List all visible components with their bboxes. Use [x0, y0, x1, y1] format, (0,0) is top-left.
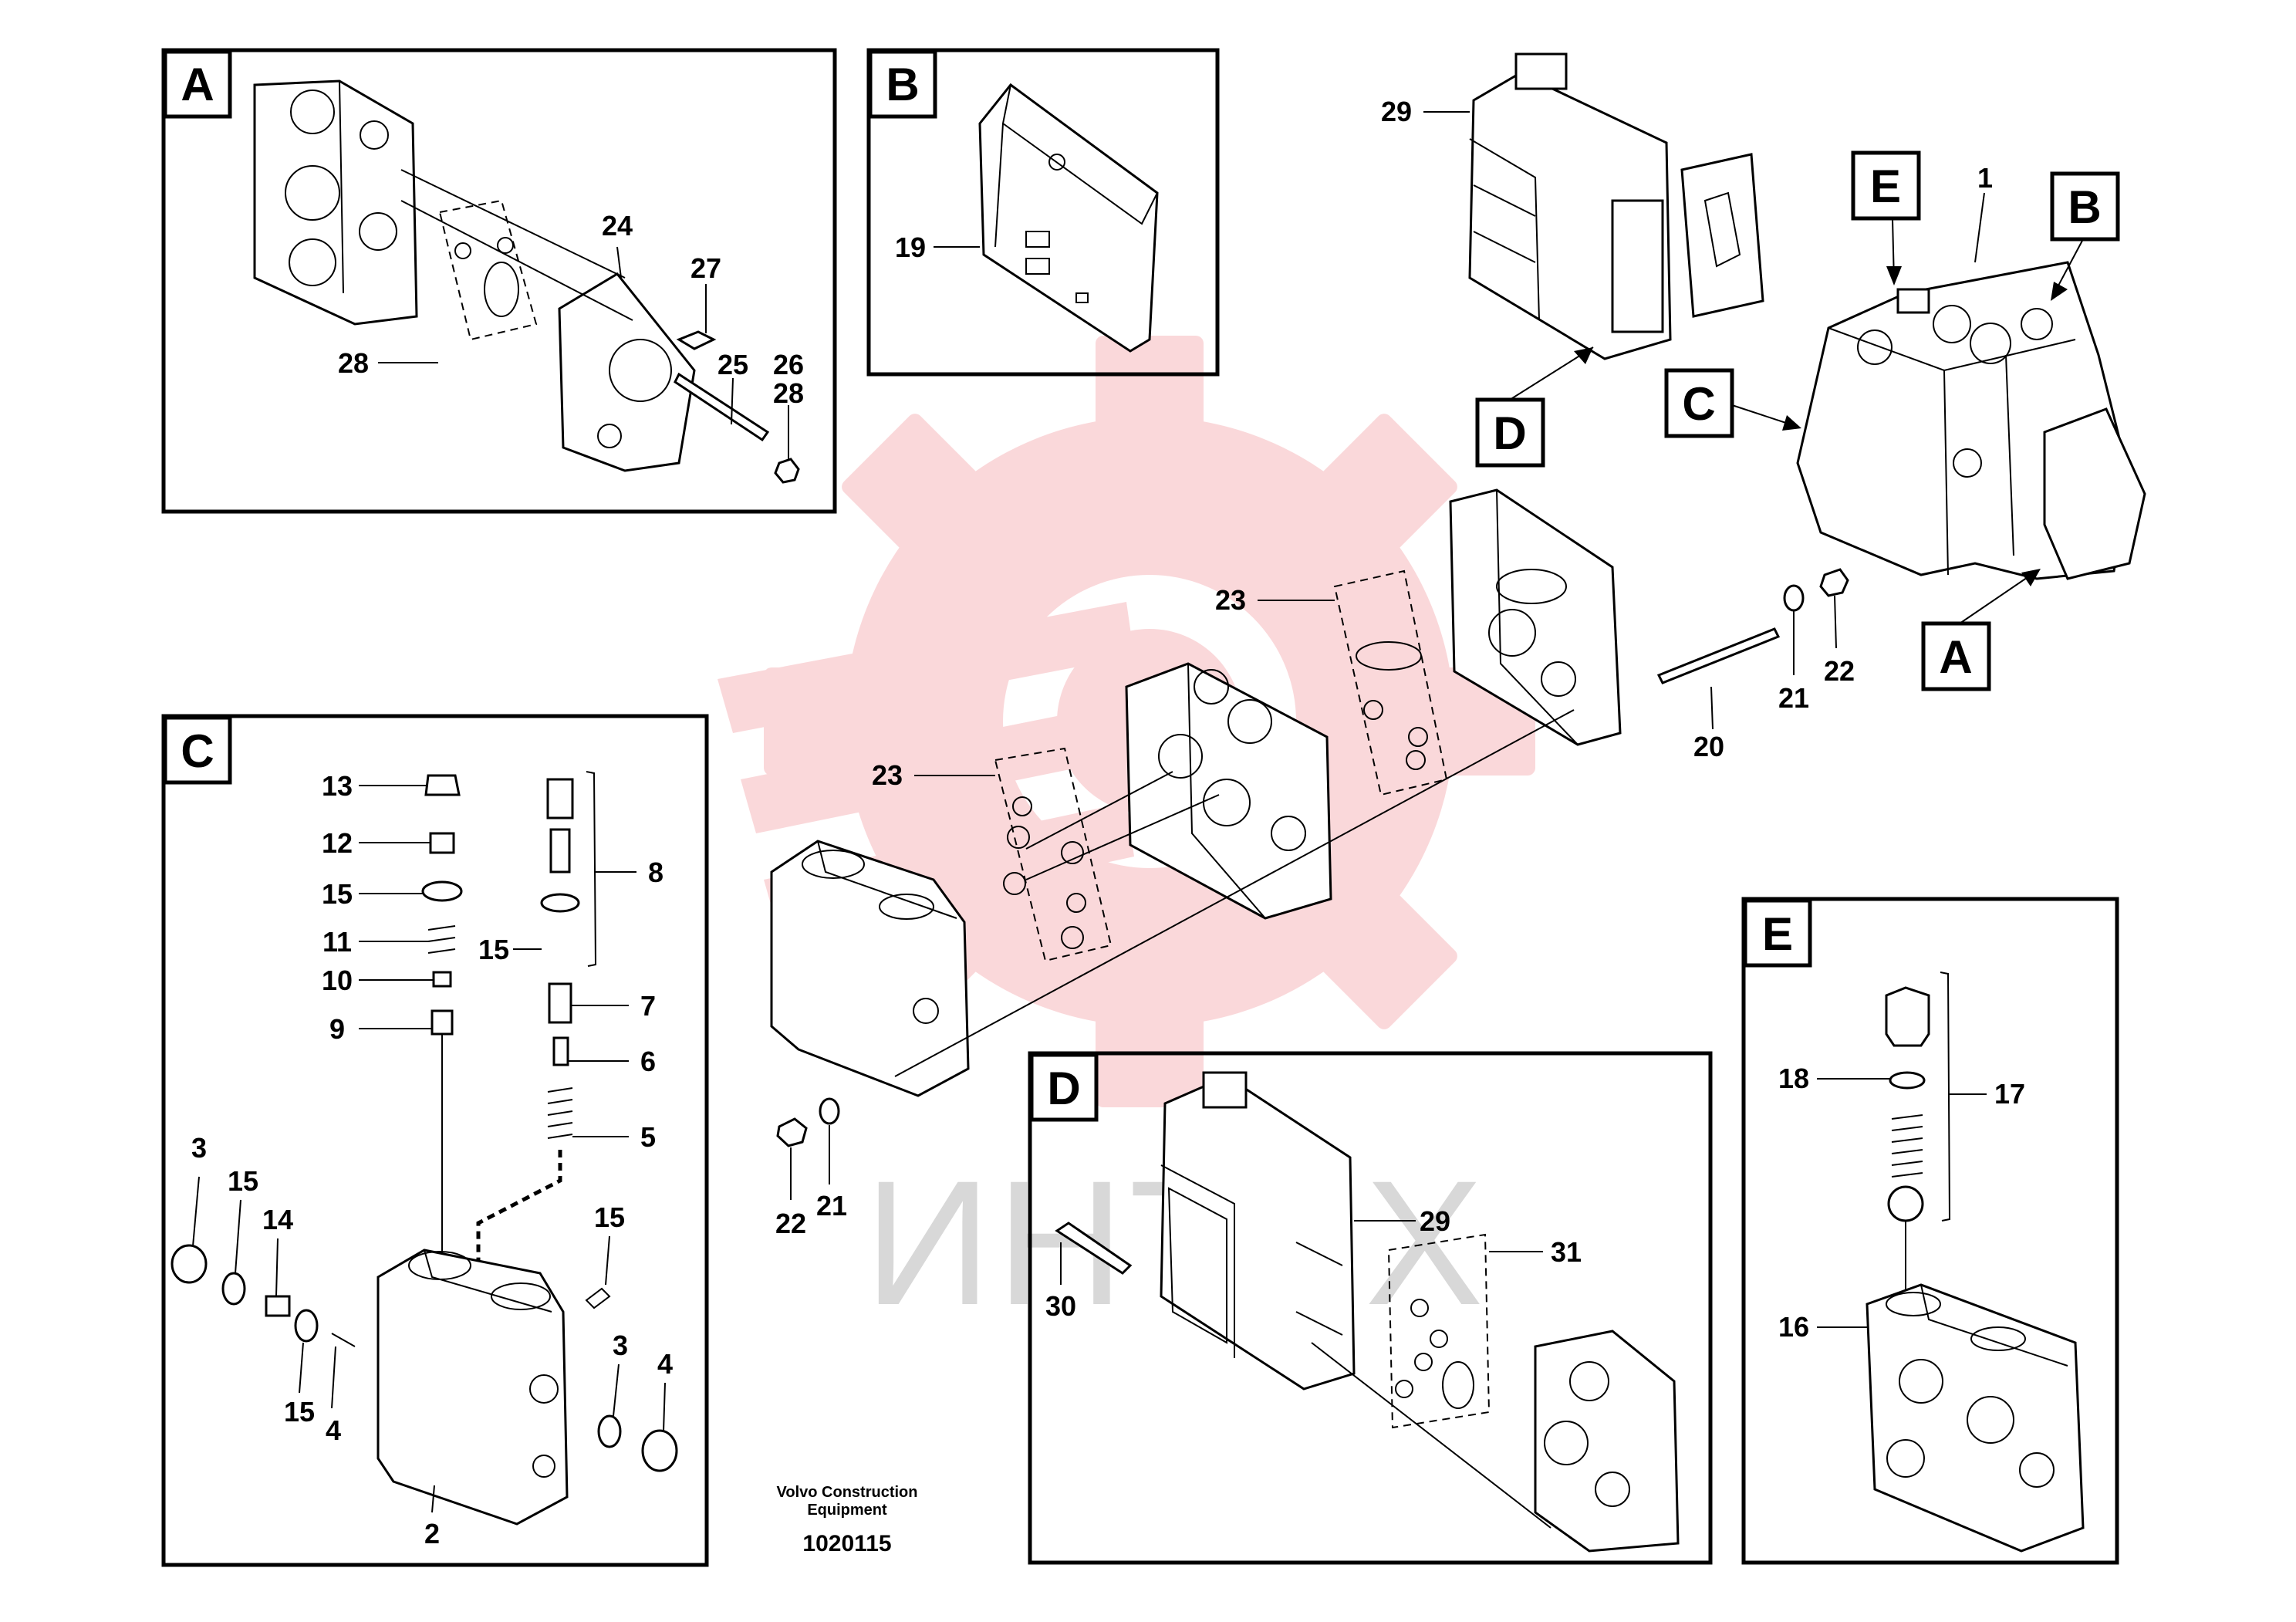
callout-2: 2 [424, 1518, 440, 1549]
callout-12: 12 [322, 827, 353, 859]
credit-block: Volvo Construction Equipment 1020115 [777, 1484, 918, 1556]
solenoid-module-detail-part [1160, 1071, 1356, 1391]
callout-20: 20 [1693, 731, 1724, 762]
detail-frame-b: B 19 [866, 48, 1220, 377]
bolt-part [1055, 1222, 1133, 1275]
callout-6: 6 [640, 1046, 656, 1077]
callout-18: 18 [1778, 1063, 1809, 1094]
tie-rod-part [1656, 627, 1781, 684]
detail-frame-e: E 17 18 16 [1741, 897, 2119, 1565]
callout-13: 13 [322, 770, 353, 802]
document-number: 1020115 [802, 1531, 891, 1556]
detail-frame-d: D 29 31 30 [1028, 1051, 1713, 1565]
inlet-section-part [770, 840, 970, 1097]
detail-label-b: B [886, 59, 919, 110]
callout-15-c1: 15 [322, 878, 353, 910]
callout-31: 31 [1551, 1236, 1582, 1268]
check-valve-stack-part [1885, 986, 1930, 1296]
callout-29-detail: 29 [1420, 1205, 1450, 1237]
credit-line-2: Equipment [807, 1502, 887, 1519]
valve-section-detail-d-part [1534, 1330, 1680, 1553]
callout-16: 16 [1778, 1311, 1809, 1343]
callout-30: 30 [1045, 1290, 1076, 1322]
callout-15-c5: 3 [613, 1330, 628, 1361]
valve-section-part [253, 79, 418, 326]
callout-3-left: 3 [191, 1132, 207, 1164]
detail-label-c: C [181, 725, 214, 777]
valve-section-detail-e-part [1866, 1283, 2085, 1553]
callout-19: 19 [895, 231, 926, 263]
view-label-d: D [1493, 407, 1526, 459]
view-marker-d: D [1475, 346, 1594, 468]
callout-26: 26 [773, 349, 804, 380]
valve-section-middle-part [1125, 662, 1332, 920]
callout-21-left: 21 [816, 1190, 847, 1222]
view-label-a: A [1939, 631, 1972, 683]
valve-body-part [376, 1249, 569, 1526]
view-marker-e: E [1851, 150, 1921, 286]
end-cover-part [1449, 488, 1622, 746]
callout-21-right: 21 [1778, 682, 1809, 714]
view-marker-b: B [2050, 171, 2120, 301]
view-marker-c: C [1664, 368, 1801, 438]
callout-27: 27 [690, 252, 721, 284]
credit-line-1: Volvo Construction [777, 1484, 918, 1501]
callout-10: 10 [322, 965, 353, 996]
callout-15-c3: 15 [228, 1165, 258, 1197]
callout-23-upper: 23 [1215, 584, 1246, 616]
callout-11: 11 [322, 926, 352, 958]
callout-28-a: 28 [773, 377, 804, 409]
seal-ring-part [1356, 641, 1422, 671]
electronic-module-part [978, 83, 1159, 353]
callout-15-c4: 15 [284, 1396, 315, 1428]
view-label-c: C [1682, 378, 1715, 430]
callout-5: 5 [640, 1121, 656, 1153]
view-label-e: E [1870, 161, 1901, 212]
callout-15-c2: 15 [478, 934, 509, 965]
solenoid-module-part [1468, 52, 1764, 360]
view-label-b: B [2068, 181, 2101, 233]
callout-7: 7 [640, 990, 656, 1022]
callout-3-right: 4 [657, 1348, 673, 1380]
detail-label-e: E [1762, 908, 1793, 960]
seal-kit-outline [438, 199, 538, 341]
callout-23-lower: 23 [872, 759, 903, 791]
plug-part [171, 1244, 208, 1284]
detail-label-d: D [1047, 1063, 1080, 1114]
cover-part [558, 272, 696, 472]
seal-kit-outline-upper [1333, 569, 1448, 796]
detail-frame-a: A [161, 48, 837, 514]
callout-25: 25 [718, 349, 748, 380]
callout-4-left: 4 [326, 1414, 341, 1446]
callout-1: 1 [1977, 162, 1993, 194]
seal-kit-outline-lower [994, 747, 1113, 962]
o-ring-part [484, 262, 519, 317]
callout-9: 9 [329, 1013, 345, 1045]
callout-28-b: 28 [338, 347, 369, 379]
callout-22-left: 22 [775, 1208, 806, 1239]
valve-cartridge-stack-part [476, 778, 580, 1273]
view-marker-a: A [1921, 569, 2041, 691]
callout-8: 8 [648, 857, 663, 888]
callout-22-right: 22 [1824, 655, 1855, 687]
detail-label-a: A [181, 59, 214, 110]
callout-14: 14 [262, 1204, 293, 1235]
callout-17: 17 [1994, 1078, 2025, 1110]
detail-frame-c: C 13 12 15 11 10 9 [161, 714, 709, 1567]
callout-4-right: 15 [594, 1201, 625, 1233]
callout-24: 24 [602, 210, 633, 242]
control-valve-assembly [1796, 261, 2146, 580]
relief-valve-stack-part [421, 774, 463, 1304]
callout-29-main: 29 [1381, 96, 1412, 127]
